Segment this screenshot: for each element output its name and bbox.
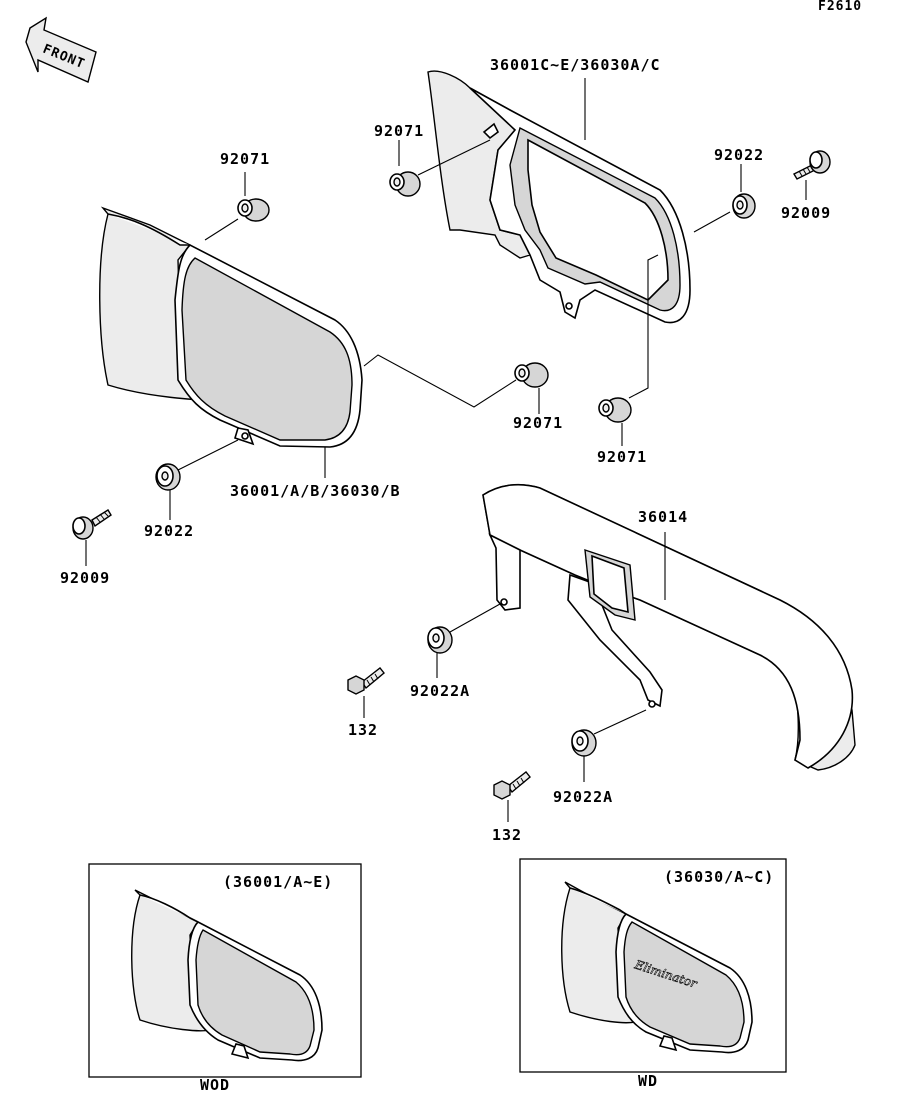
label-36014: 36014 — [638, 508, 688, 526]
chain-cover-36014 — [482, 483, 856, 771]
label-36001c-e: 36001C~E/36030A/C — [490, 56, 661, 74]
left-side-cover — [99, 206, 363, 448]
label-92071-a: 92071 — [220, 150, 270, 168]
label-92022-a: 92022 — [144, 522, 194, 540]
collar-92022-a — [155, 463, 181, 491]
label-92022a-a: 92022A — [410, 682, 470, 700]
label-132-a: 132 — [348, 721, 378, 739]
label-36001-ab: 36001/A/B/36030/B — [230, 482, 401, 500]
inset-left-variant: WOD — [200, 1076, 230, 1094]
bolt-132-a — [347, 667, 385, 695]
label-132-b: 132 — [492, 826, 522, 844]
label-92071-b: 92071 — [513, 414, 563, 432]
bolt-92009-b — [793, 150, 831, 180]
inset-left: (36001/A~E) WOD — [88, 863, 362, 1094]
collar-92022-b — [732, 193, 756, 219]
front-arrow-icon: FRONT — [25, 16, 97, 83]
right-side-cover — [427, 70, 691, 324]
bolt-132-b — [493, 771, 531, 800]
grommet-92071-d — [598, 397, 632, 423]
figure-code: F2610 — [818, 0, 862, 14]
inset-left-caption: (36001/A~E) — [223, 873, 333, 891]
bolt-92009-a — [72, 509, 112, 540]
label-92022a-b: 92022A — [553, 788, 613, 806]
grommet-92071-a — [237, 198, 270, 222]
label-92009-b: 92009 — [781, 204, 831, 222]
label-92022-b: 92022 — [714, 146, 764, 164]
collar-92022a-b — [571, 729, 597, 757]
label-92009-a: 92009 — [60, 569, 110, 587]
inset-right: (36030/A~C) Eliminator WD — [519, 858, 787, 1090]
collar-92022a-a — [427, 626, 453, 654]
inset-right-caption: (36030/A~C) — [664, 868, 774, 886]
label-92071-d: 92071 — [597, 448, 647, 466]
grommet-92071-b — [514, 362, 549, 388]
label-92071-c: 92071 — [374, 122, 424, 140]
inset-right-variant: WD — [638, 1072, 658, 1090]
grommet-92071-c — [389, 171, 421, 197]
